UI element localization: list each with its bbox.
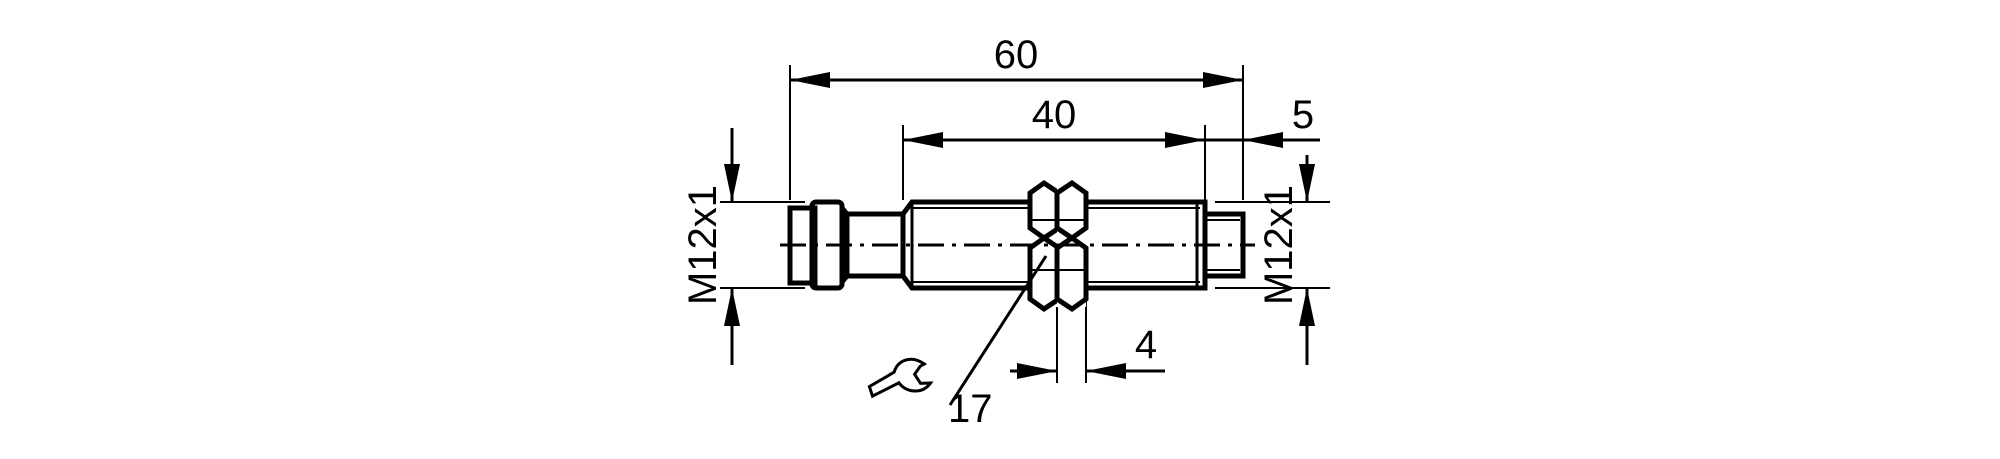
wrench-size-label: 17 [948,387,993,431]
dimension-thread-right: M12x1 [1257,155,1315,365]
extension-lines [720,65,1330,383]
dimension-overall-length: 60 [790,33,1243,88]
dimension-label-4: 4 [1135,323,1157,367]
dimension-label-40: 40 [1032,93,1077,137]
wrench-icon [867,357,934,399]
dimension-tip-length: 5 [1205,93,1320,148]
dimension-thread-length: 40 [903,93,1205,148]
dimension-label-5: 5 [1292,93,1314,137]
thread-label-left: M12x1 [681,185,725,305]
dimension-nut-width: 4 [1010,323,1165,379]
dimension-label-60: 60 [994,33,1039,77]
wrench-callout: 17 [867,255,1048,431]
thread-label-right: M12x1 [1257,185,1301,305]
dimension-thread-left: M12x1 [681,128,740,365]
